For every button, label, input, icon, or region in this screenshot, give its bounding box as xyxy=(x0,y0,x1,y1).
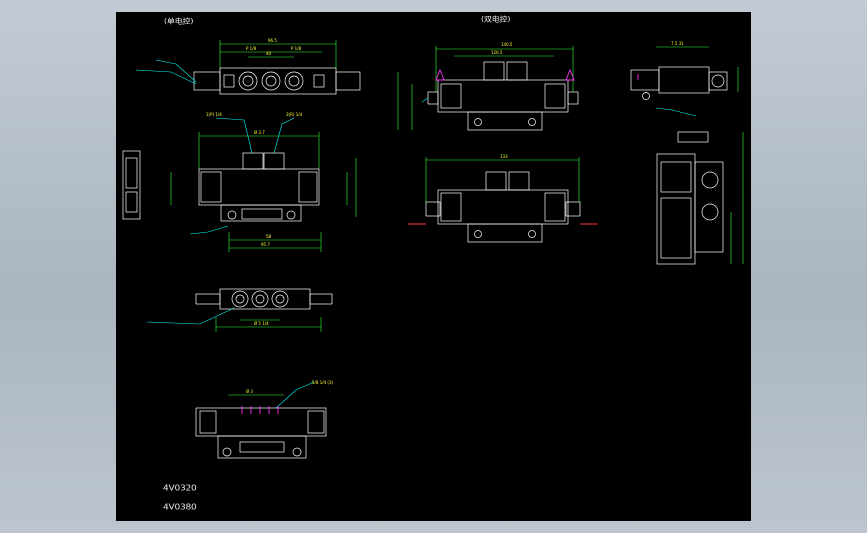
view-label-single: (单电控) xyxy=(164,17,194,26)
model-label-1: 4V0320 xyxy=(163,484,197,494)
svg-text:58: 58 xyxy=(266,234,272,239)
svg-text:3(R) 1/4: 3(R) 1/4 xyxy=(286,112,303,117)
side-view-double-top xyxy=(630,66,728,100)
svg-text:126.5: 126.5 xyxy=(491,50,503,55)
svg-text:96.5: 96.5 xyxy=(268,38,277,43)
side-view-double-tall xyxy=(656,131,724,265)
svg-text:133: 133 xyxy=(500,154,508,159)
front-view-single xyxy=(198,152,320,222)
side-view-small xyxy=(122,150,141,220)
svg-text:7.5 31: 7.5 31 xyxy=(671,41,684,46)
svg-text:P 1/8: P 1/8 xyxy=(246,46,257,51)
view-label-double: (双电控) xyxy=(481,15,511,24)
svg-text:5/8 1/4 (3): 5/8 1/4 (3) xyxy=(312,380,334,385)
svg-text:Ø 5 1/4: Ø 5 1/4 xyxy=(254,321,269,326)
drawing-canvas[interactable]: 96.5 P 1/8 P 1/8 40 Ø 3.7 1(P) 1/4 3(R) 1/… xyxy=(116,12,751,521)
section-view xyxy=(195,407,327,459)
model-label-2: 4V0380 xyxy=(163,503,197,513)
svg-text:P 1/8: P 1/8 xyxy=(291,46,302,51)
front-view-double-top xyxy=(427,61,579,131)
svg-text:1(P) 1/4: 1(P) 1/4 xyxy=(206,112,222,117)
top-view-single xyxy=(193,67,361,95)
port-view xyxy=(195,288,333,310)
front-view-double-mid xyxy=(425,171,581,243)
svg-text:Ø 3.7: Ø 3.7 xyxy=(254,130,265,135)
svg-text:140.5: 140.5 xyxy=(501,42,513,47)
svg-text:Ø 3: Ø 3 xyxy=(246,389,253,394)
svg-text:40: 40 xyxy=(266,51,272,56)
cad-drawing: 96.5 P 1/8 P 1/8 40 Ø 3.7 1(P) 1/4 3(R) 1/… xyxy=(122,38,744,459)
svg-text:95.7: 95.7 xyxy=(261,242,270,247)
